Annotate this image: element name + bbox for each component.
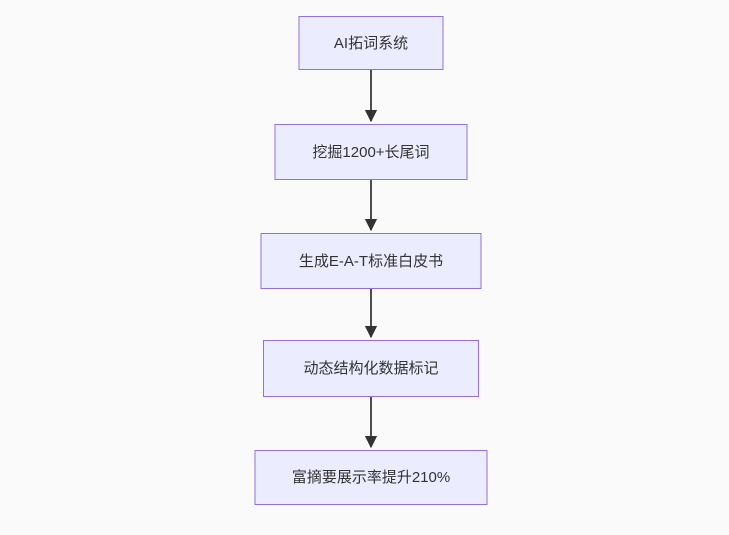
- flow-node-label: 挖掘1200+长尾词: [312, 143, 430, 161]
- flow-node-longtail-mining: 挖掘1200+长尾词: [274, 124, 468, 180]
- flow-node-label: 富摘要展示率提升210%: [291, 469, 451, 486]
- flow-node-label: 动态结构化数据标记: [303, 360, 439, 377]
- flow-node-label: AI拓词系统: [333, 34, 409, 52]
- flow-node-eat-whitepaper: 生成E-A-T标准白皮书: [260, 233, 482, 289]
- flow-node-structured-data: 动态结构化数据标记: [263, 340, 479, 397]
- flow-node-label: 生成E-A-T标准白皮书: [298, 252, 444, 270]
- flow-node-rich-snippet-result: 富摘要展示率提升210%: [254, 450, 488, 505]
- flow-node-ai-keyword-system: AI拓词系统: [298, 16, 444, 70]
